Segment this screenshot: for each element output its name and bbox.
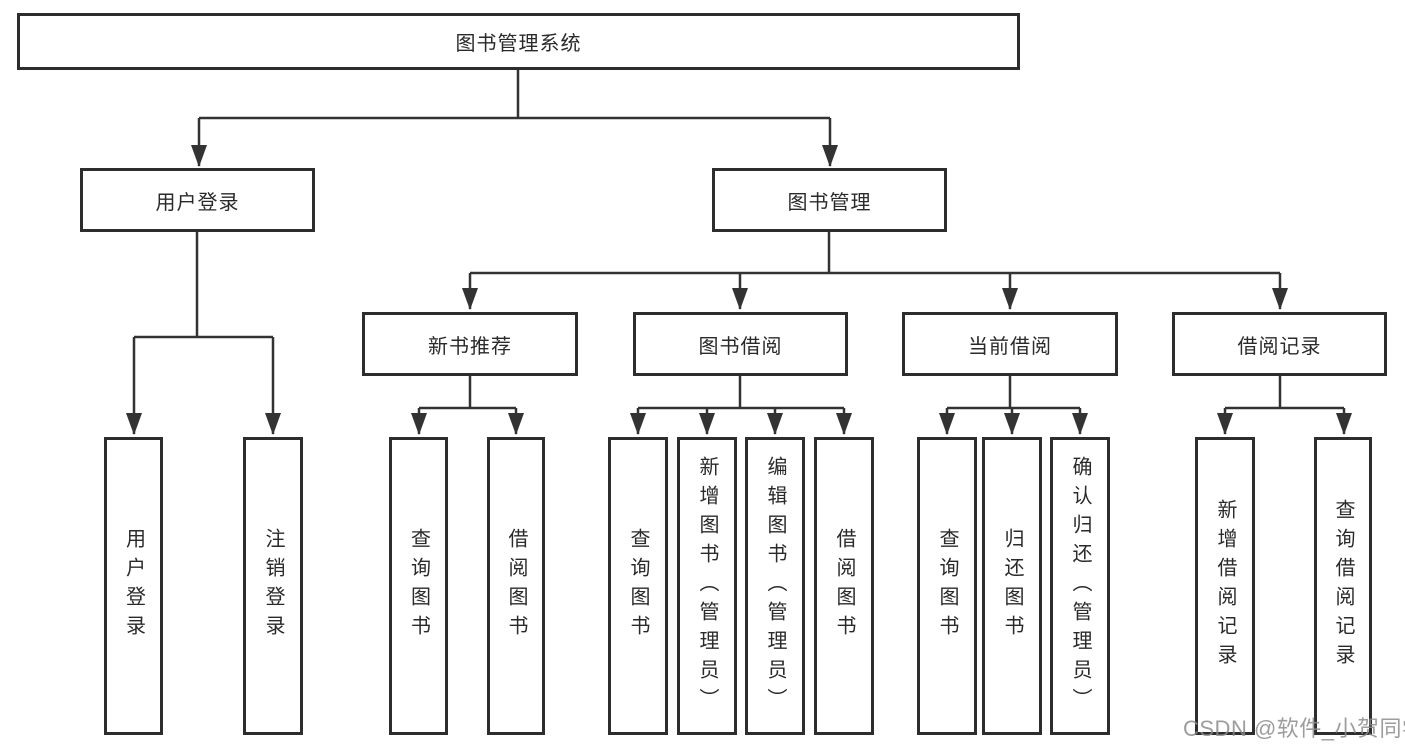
node-leaf-bb-add-books-admin: 新增图书（管理员） [677,437,737,735]
node-book-borrowing: 图书借阅 [633,312,848,376]
node-root-label: 图书管理系统 [455,33,582,55]
node-leaf-bb-add-books-admin-label: 新增图书（管理员） [696,455,718,717]
node-new-book-recommend-label: 新书推荐 [428,335,512,358]
node-leaf-user-login-label: 用户登录 [122,528,145,644]
node-leaf-bb-edit-books-admin-label: 编辑图书（管理员） [764,455,786,717]
node-leaf-logout-label: 注销登录 [262,528,284,644]
node-leaf-br-add-record: 新增借阅记录 [1195,437,1255,735]
connector-root-to-level2 [191,70,838,167]
node-leaf-nbr-query-books-label: 查询图书 [407,528,430,644]
node-book-borrowing-label: 图书借阅 [698,335,783,358]
connector-book-management-children [462,232,1288,310]
node-leaf-bb-query-books-label: 查询图书 [627,528,649,644]
node-leaf-nbr-query-books: 查询图书 [389,437,448,735]
node-current-borrowing-label: 当前借阅 [968,335,1052,358]
node-user-login: 用户登录 [80,168,315,232]
node-root: 图书管理系统 [17,13,1020,70]
node-leaf-br-add-record-label: 新增借阅记录 [1214,499,1236,673]
node-user-login-label: 用户登录 [155,191,240,214]
connector-current-borrowing-children [939,376,1088,435]
node-leaf-cb-confirm-return-admin: 确认归还（管理员） [1050,437,1110,735]
node-leaf-nbr-borrow-books-label: 借阅图书 [505,528,527,644]
connector-new-book-recommend-children [411,376,524,435]
connector-borrowing-records-children [1217,376,1352,435]
node-leaf-bb-query-books: 查询图书 [608,437,668,735]
connector-book-borrowing-children [630,376,852,435]
node-leaf-nbr-borrow-books: 借阅图书 [487,437,545,735]
node-leaf-cb-confirm-return-admin-label: 确认归还（管理员） [1069,455,1091,717]
node-new-book-recommend: 新书推荐 [362,312,578,376]
node-leaf-user-login: 用户登录 [104,437,163,735]
node-borrowing-records: 借阅记录 [1172,312,1387,376]
node-leaf-cb-query-books-label: 查询图书 [936,528,958,644]
node-leaf-br-query-record-label: 查询借阅记录 [1332,499,1354,673]
node-leaf-bb-edit-books-admin: 编辑图书（管理员） [745,437,805,735]
node-leaf-bb-borrow-books-label: 借阅图书 [833,528,855,644]
node-leaf-logout: 注销登录 [243,437,303,735]
node-leaf-cb-return-books-label: 归还图书 [1001,528,1023,644]
node-leaf-cb-query-books: 查询图书 [917,437,977,735]
watermark-text: CSDN @软件_小贺同学 [1183,716,1405,741]
node-book-management-label: 图书管理 [787,191,872,214]
node-current-borrowing: 当前借阅 [902,312,1118,376]
connector-user-login-children [126,232,281,435]
node-borrowing-records-label: 借阅记录 [1237,335,1322,358]
node-leaf-br-query-record: 查询借阅记录 [1314,437,1372,735]
node-leaf-cb-return-books: 归还图书 [982,437,1042,735]
node-book-management: 图书管理 [712,168,947,232]
node-leaf-bb-borrow-books: 借阅图书 [814,437,874,735]
